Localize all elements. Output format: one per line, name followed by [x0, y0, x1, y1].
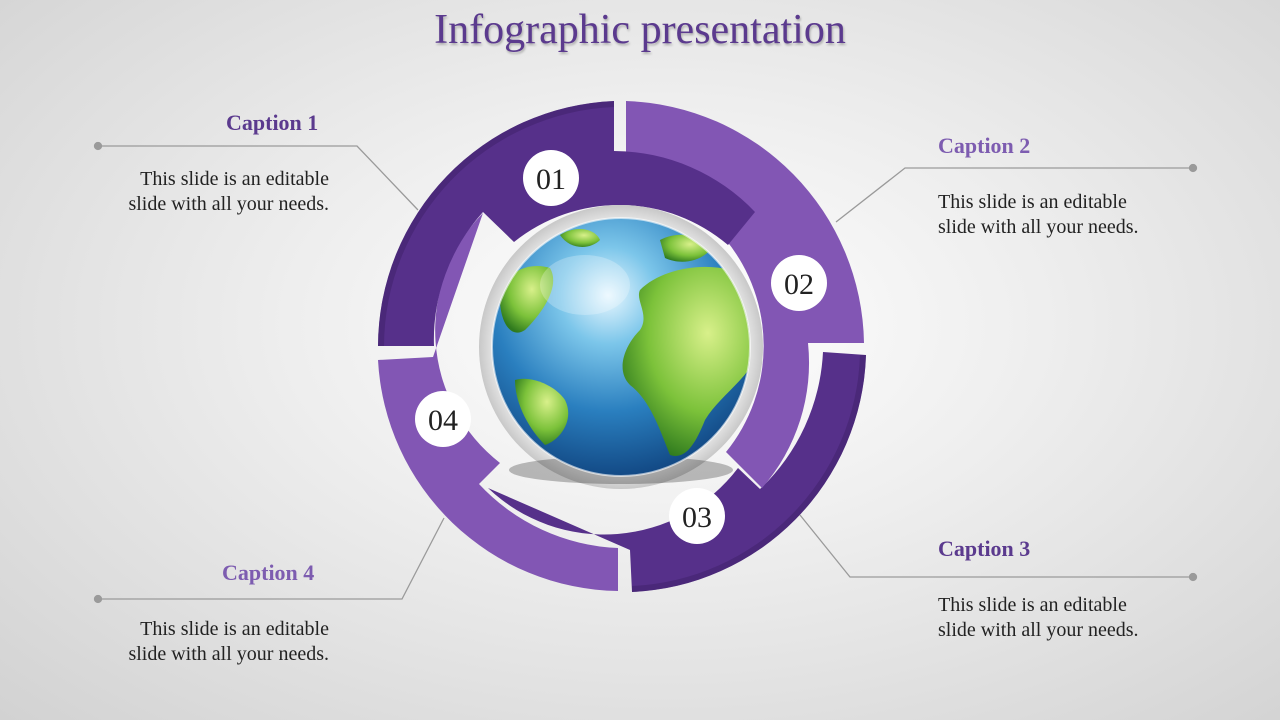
connector-line-3 — [799, 514, 1198, 582]
caption-1-title: Caption 1 — [226, 110, 319, 135]
number-badge-1: 01 — [523, 150, 579, 206]
caption-3-line-2: slide with all your needs. — [938, 619, 1139, 641]
caption-2-line-2: slide with all your needs. — [938, 216, 1139, 238]
caption-1-line-2: slide with all your needs. — [128, 193, 329, 215]
caption-4-line-1: This slide is an editable — [140, 618, 329, 640]
caption-4-title: Caption 4 — [222, 560, 315, 585]
number-label-1: 01 — [536, 163, 566, 196]
caption-2-text: This slide is an editable slide with all… — [938, 190, 1218, 240]
caption-1-text: This slide is an editable slide with all… — [88, 167, 329, 217]
number-badge-3: 03 — [669, 488, 725, 544]
caption-4-line-2: slide with all your needs. — [128, 643, 329, 665]
globe-icon — [479, 205, 763, 489]
connector-line-2 — [835, 163, 1198, 223]
number-badge-2: 02 — [771, 255, 827, 311]
caption-3-title: Caption 3 — [938, 536, 1031, 561]
number-label-4: 04 — [428, 404, 458, 437]
caption-3-text: This slide is an editable slide with all… — [938, 593, 1218, 643]
number-badge-4: 04 — [415, 391, 471, 447]
number-label-2: 02 — [784, 268, 814, 301]
connector-line-1 — [93, 141, 419, 211]
connector-line-4 — [93, 517, 445, 604]
segment-1-arrow — [378, 101, 755, 346]
segment-4-arrow — [378, 213, 618, 591]
caption-4-text: This slide is an editable slide with all… — [88, 617, 329, 667]
caption-2-line-1: This slide is an editable — [938, 191, 1127, 213]
caption-3-line-1: This slide is an editable — [938, 594, 1127, 616]
caption-2-title: Caption 2 — [938, 133, 1031, 158]
page-title: Infographic presentation — [434, 7, 846, 53]
caption-1-line-1: This slide is an editable — [140, 168, 329, 190]
segment-3-arrow — [488, 352, 866, 592]
number-label-3: 03 — [682, 501, 712, 534]
